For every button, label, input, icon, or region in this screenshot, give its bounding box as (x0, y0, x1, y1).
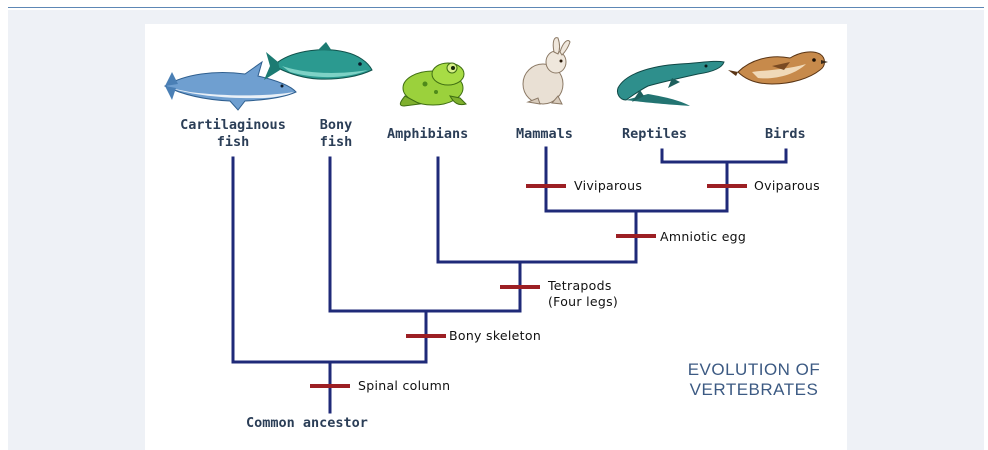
trait-tetrapods-line1: Tetrapods (548, 278, 618, 294)
trait-markers (310, 186, 747, 386)
trait-oviparous: Oviparous (754, 178, 820, 194)
label-cartilaginous-fish: Cartilaginous fish (158, 117, 308, 151)
label-bony-line2: fish (300, 134, 372, 151)
trait-amniotic-egg: Amniotic egg (660, 229, 746, 245)
label-common-ancestor: Common ancestor (246, 415, 368, 432)
sparrow-bird-icon (728, 52, 828, 84)
title-line2: VERTEBRATES (666, 380, 842, 400)
diagram-title: EVOLUTION OF VERTEBRATES (666, 360, 842, 400)
trait-viviparous: Viviparous (574, 178, 642, 194)
label-birds: Birds (765, 126, 806, 143)
trait-bony-skeleton: Bony skeleton (449, 328, 541, 344)
label-mammals: Mammals (516, 126, 573, 143)
label-cartilaginous-line1: Cartilaginous (158, 117, 308, 134)
crocodile-icon (617, 61, 724, 106)
label-bony-fish: Bony fish (300, 117, 372, 151)
label-bony-line1: Bony (300, 117, 372, 134)
title-line1: EVOLUTION OF (666, 360, 842, 380)
rabbit-icon (523, 38, 570, 104)
label-amphibians: Amphibians (387, 126, 468, 143)
label-cartilaginous-line2: fish (158, 134, 308, 151)
trait-spinal-column: Spinal column (358, 378, 450, 394)
frog-icon (400, 63, 466, 106)
label-reptiles: Reptiles (622, 126, 687, 143)
trait-tetrapods: Tetrapods (Four legs) (548, 278, 618, 310)
tuna-fish-icon (264, 42, 372, 80)
trait-tetrapods-line2: (Four legs) (548, 294, 618, 310)
